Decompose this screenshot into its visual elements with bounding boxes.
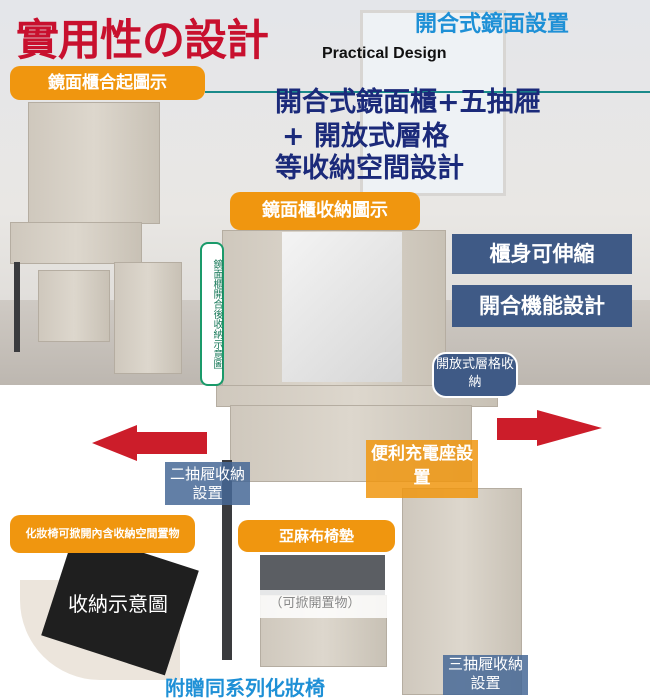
linen-cushion-label: 亞麻布椅墊 xyxy=(238,520,395,552)
window xyxy=(360,10,506,196)
open-close-label: 開合機能設計 xyxy=(452,285,632,327)
arrow-left xyxy=(92,425,137,461)
arrow-left-shaft xyxy=(137,432,207,454)
mirror-storage-label: 鏡面櫃收納圖示 xyxy=(230,192,420,230)
stool-storage-label: 化妝椅可掀開內含收納空間置物 xyxy=(10,515,195,553)
vertical-note: 鏡面櫃開合後收納示意圖 xyxy=(200,242,224,386)
mirror-closed-label: 鏡面櫃合起圖示 xyxy=(10,66,205,100)
left-stool xyxy=(38,270,110,342)
liftable-label: （可掀開置物） xyxy=(240,590,390,618)
features-line2: + 開放式層格 xyxy=(282,121,450,152)
features-line1: 開合式鏡面櫃+五抽屜 xyxy=(275,87,541,118)
left-drawer-unit xyxy=(114,262,182,374)
desk-leg xyxy=(14,262,20,352)
arrow-right-shaft xyxy=(497,418,537,440)
mirror xyxy=(282,232,402,382)
left-desk xyxy=(10,222,142,264)
three-drawers-label: 三抽屜收納設置 xyxy=(443,655,528,695)
open-shelf-label: 開放式層格收納 xyxy=(432,352,518,398)
storage-demo-label: 收納示意圖 xyxy=(68,592,168,616)
extendable-label: 櫃身可伸縮 xyxy=(452,234,632,274)
features-line3: 等收納空間設計 xyxy=(275,153,464,184)
desk-leg xyxy=(222,460,232,660)
two-drawers-label: 二抽屜收納設置 xyxy=(165,462,250,505)
closed-mirror-cabinet xyxy=(28,102,160,224)
stool-cushion xyxy=(260,555,385,595)
headline-title: 實用性の設計 xyxy=(16,16,269,66)
charging-label: 便利充電座設置 xyxy=(366,440,478,498)
arrow-right xyxy=(537,410,602,446)
free-stool-label: 附贈同系列化妝椅 xyxy=(165,676,325,700)
headline-subtitle: Practical Design xyxy=(322,45,447,62)
divider-line xyxy=(205,91,650,93)
mirror-setup-title: 開合式鏡面設置 xyxy=(415,12,570,37)
